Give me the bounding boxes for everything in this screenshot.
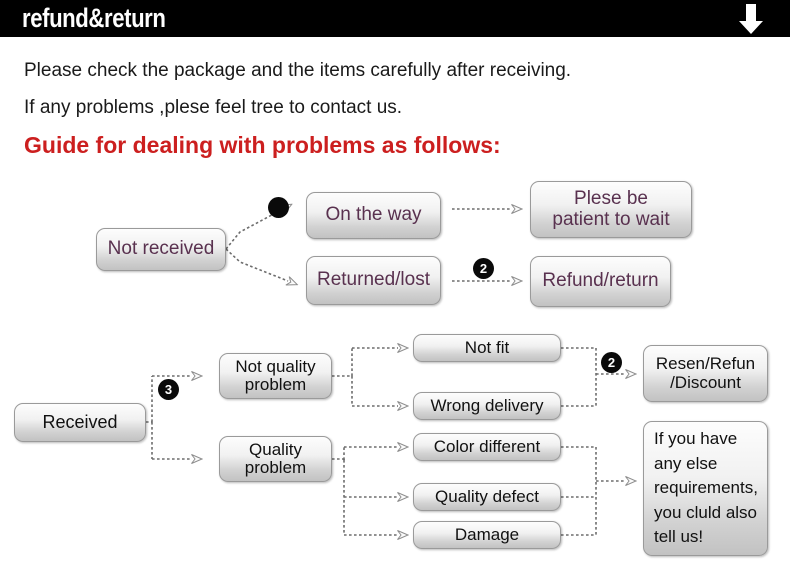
- intro-line-1: Please check the package and the items c…: [24, 60, 572, 81]
- box-label: Returned/lost: [316, 269, 430, 291]
- marker-one: ❶: [268, 197, 289, 218]
- box-label-line-1: Not quality: [235, 356, 316, 376]
- box-label-line-1: Resen/Refun: [655, 354, 756, 374]
- box-label-line-2: problem: [244, 458, 307, 477]
- box-received[interactable]: Received: [14, 403, 146, 442]
- box-label-line-1: Plese be: [574, 187, 648, 209]
- box-label: Received: [42, 411, 118, 432]
- box-wrong-delivery[interactable]: Wrong delivery: [413, 392, 561, 420]
- down-arrow-icon: [739, 4, 763, 34]
- box-quality-defect[interactable]: Quality defect: [413, 483, 561, 511]
- box-label: Damage: [454, 524, 520, 544]
- marker-three-digit: 3: [164, 382, 173, 397]
- box-label-line-2: any else: [654, 453, 718, 473]
- box-label-line-2: patient to wait: [552, 208, 670, 230]
- box-please-be-patient[interactable]: Plese be patient to wait: [530, 181, 692, 238]
- marker-two-digit: 2: [479, 261, 488, 276]
- box-label-line-1: Quality: [249, 439, 302, 459]
- box-label-line-2: problem: [244, 375, 307, 394]
- box-label: Refund/return: [542, 270, 659, 292]
- box-label-line-2: /Discount: [670, 372, 741, 392]
- box-quality-problem[interactable]: Quality problem: [219, 436, 332, 482]
- marker-two-top: 2: [473, 258, 494, 279]
- box-label: On the way: [325, 204, 422, 226]
- box-label-line-4: you cluld also: [654, 502, 758, 522]
- box-label: Wrong delivery: [430, 395, 544, 415]
- box-not-received[interactable]: Not received: [96, 228, 226, 271]
- box-refund-return[interactable]: Refund/return: [530, 256, 671, 307]
- header-bar: refund&return: [0, 0, 790, 37]
- box-not-quality-problem[interactable]: Not quality problem: [219, 353, 332, 399]
- box-label: Not received: [107, 238, 215, 260]
- box-label: Not fit: [464, 337, 510, 357]
- box-additional-requirements[interactable]: If you have any else requirements, you c…: [643, 421, 768, 556]
- box-label: Quality defect: [435, 486, 539, 506]
- marker-two-bottom-digit: 2: [607, 355, 616, 370]
- box-label-line-1: If you have: [654, 428, 738, 448]
- guide-heading: Guide for dealing with problems as follo…: [24, 132, 501, 158]
- box-label: Color different: [433, 436, 541, 456]
- box-color-different[interactable]: Color different: [413, 433, 561, 461]
- box-not-fit[interactable]: Not fit: [413, 334, 561, 362]
- box-label-line-5: tell us!: [654, 527, 704, 547]
- marker-two-bottom: 2: [601, 352, 622, 373]
- box-on-the-way[interactable]: On the way: [306, 192, 441, 239]
- marker-three: 3: [158, 379, 179, 400]
- intro-line-2: If any problems ,plese feel tree to cont…: [24, 97, 403, 118]
- box-returned-lost[interactable]: Returned/lost: [306, 256, 441, 305]
- box-label-line-3: requirements,: [654, 478, 758, 498]
- page-title: refund&return: [22, 3, 166, 33]
- box-resend-refund-discount[interactable]: Resen/Refun /Discount: [643, 345, 768, 402]
- box-damage[interactable]: Damage: [413, 521, 561, 549]
